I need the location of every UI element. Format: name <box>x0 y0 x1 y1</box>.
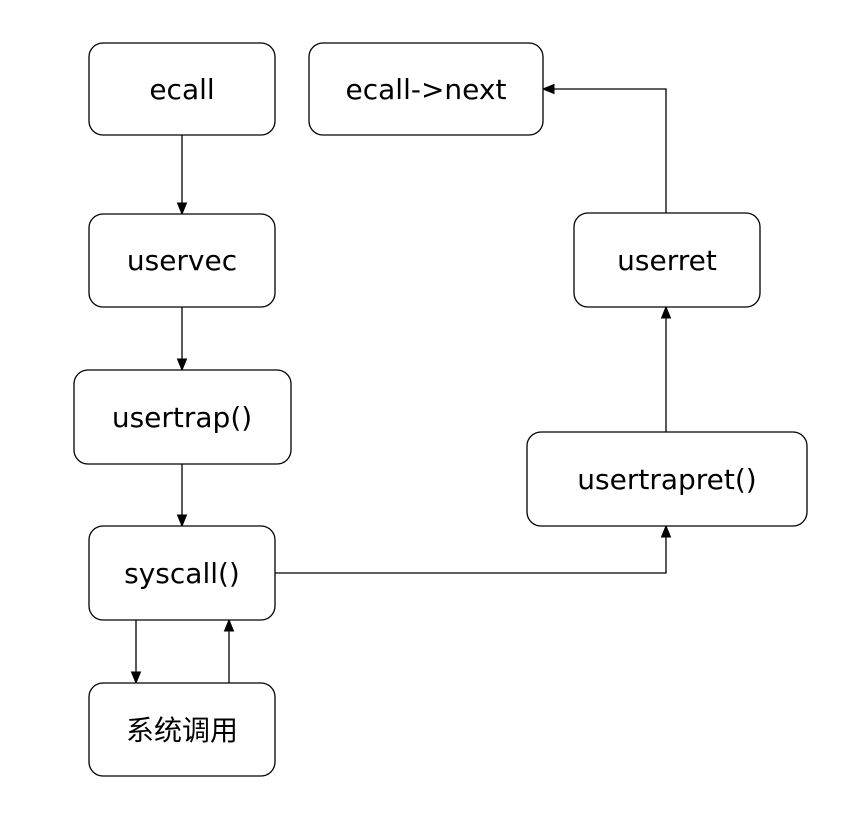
edge-userret-to-ecall-next <box>541 83 667 213</box>
node-label: syscall() <box>124 557 240 590</box>
edge-ecall-to-uservec <box>176 135 188 216</box>
edge-uservec-to-usertrap <box>176 307 188 372</box>
node-usertrapret: usertrapret() <box>526 431 808 527</box>
node-label: ecall <box>149 73 214 106</box>
edge-syscall-to-usertrapret <box>275 524 672 574</box>
node-uservec: uservec <box>88 213 276 308</box>
node-label: usertrapret() <box>577 463 756 496</box>
edge-usertrapret-to-userret <box>660 305 672 432</box>
edge-system-call-to-syscall <box>223 618 235 683</box>
node-syscall: syscall() <box>88 525 276 621</box>
node-label: uservec <box>127 244 237 277</box>
edge-syscall-to-system-call <box>130 620 142 685</box>
edge-usertrap-to-syscall <box>176 464 188 528</box>
node-label: usertrap() <box>112 401 252 434</box>
node-userret: userret <box>573 212 761 308</box>
node-usertrap: usertrap() <box>73 369 292 465</box>
node-system-call: 系统调用 <box>88 682 276 777</box>
node-ecall: ecall <box>88 42 276 136</box>
node-label: ecall->next <box>346 73 507 106</box>
node-ecall-next: ecall->next <box>308 42 544 136</box>
node-label: userret <box>617 244 717 277</box>
node-label: 系统调用 <box>126 714 238 747</box>
